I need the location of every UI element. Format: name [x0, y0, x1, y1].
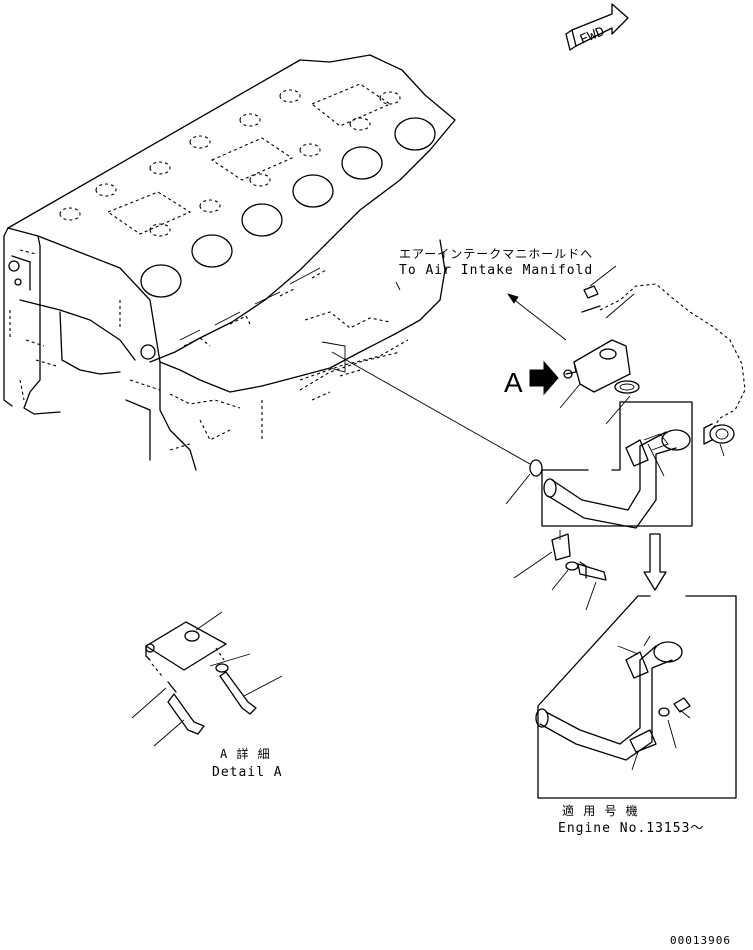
leader-lines — [131, 265, 725, 771]
view-arrow-icon — [529, 360, 559, 396]
cover-plates — [106, 83, 392, 235]
pipe-assembly — [331, 283, 746, 581]
air-intake-label-jp: エアーインテークマニホールドへ — [399, 247, 594, 261]
detail-a-drawing — [145, 621, 257, 735]
view-a-label: A — [504, 367, 523, 398]
drawing-number: 00013906 — [670, 934, 731, 947]
air-intake-label-en: To Air Intake Manifold — [399, 263, 594, 278]
variant-assembly — [535, 595, 737, 799]
fwd-text: FWD — [578, 24, 607, 48]
applicable-label-en: Engine No.13153～ — [558, 821, 705, 836]
detail-a-label-jp: A 詳 細 — [220, 747, 271, 761]
air-intake-leader — [395, 281, 567, 341]
head-bolt-pattern — [59, 89, 401, 237]
down-arrow-icon — [643, 533, 667, 591]
applicable-label-jp: 適 用 号 機 — [562, 804, 639, 818]
detail-a-label-en: Detail A — [212, 765, 283, 780]
engine-block — [3, 54, 456, 471]
fwd-arrow-icon: FWD — [565, 3, 629, 51]
cylinder-bores — [140, 117, 436, 298]
